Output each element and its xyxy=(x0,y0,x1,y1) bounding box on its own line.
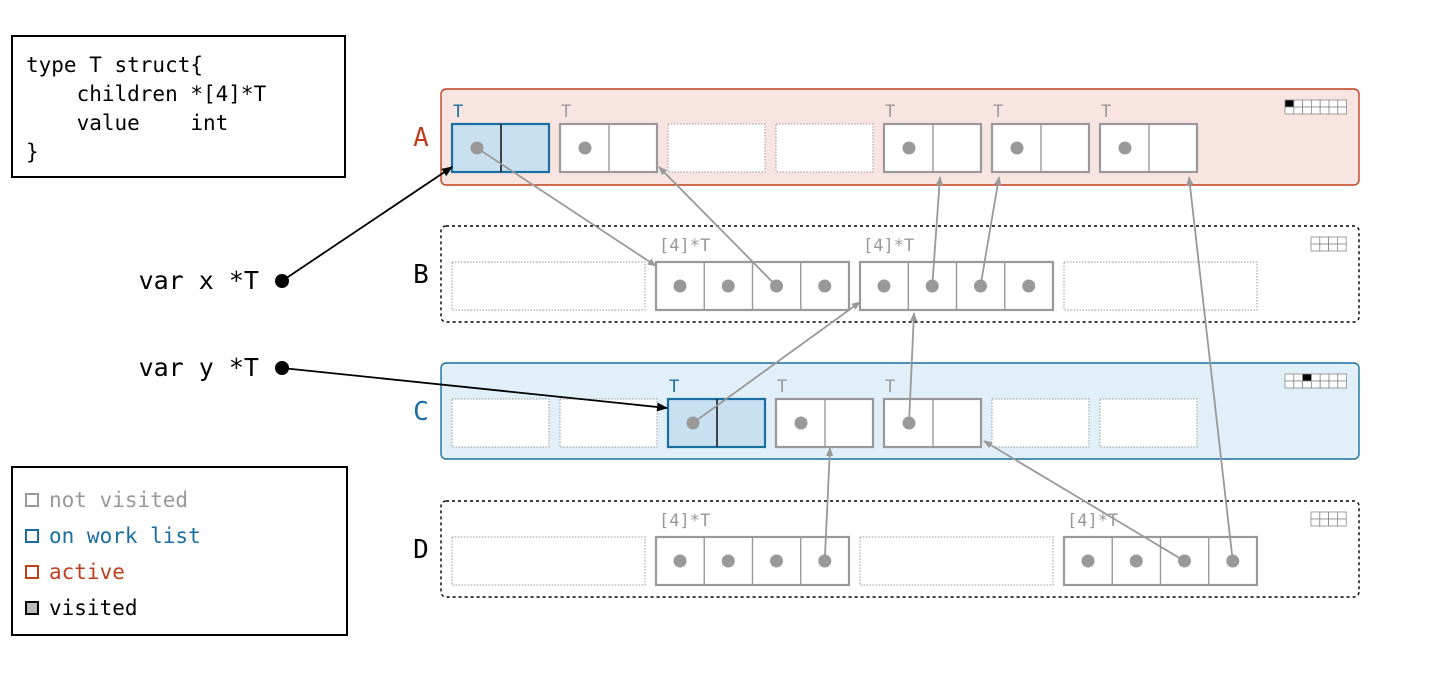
object-t-A5: T xyxy=(990,102,1091,174)
legend-swatch-not-visited xyxy=(25,493,39,507)
object-t-A4: T xyxy=(882,102,983,174)
root-pointer-arrow xyxy=(281,367,669,412)
object-t-A1: T xyxy=(558,102,659,174)
legend: not visited on work list active visited xyxy=(11,466,348,636)
pointer-dot xyxy=(1118,141,1132,155)
pointer-dot xyxy=(721,554,735,568)
pointer-dot xyxy=(902,141,916,155)
pointer-dot xyxy=(770,554,783,568)
empty-slot xyxy=(451,261,646,311)
empty-slot xyxy=(775,123,874,173)
object-array-B2: [4]*T xyxy=(858,236,1055,312)
legend-swatch-on-work-list xyxy=(25,529,39,543)
empty-slot xyxy=(859,536,1054,586)
type-definition-box: type T struct{ children *[4]*T value int… xyxy=(11,35,346,178)
span-label: D xyxy=(413,535,429,565)
pointer-arrow xyxy=(658,166,778,287)
span-label: B xyxy=(413,260,429,290)
legend-item-not-visited: not visited xyxy=(25,482,346,518)
object-t-C3: T xyxy=(774,377,875,449)
pointer-arrow xyxy=(823,447,834,562)
object-type-label: T xyxy=(885,102,895,122)
pointer-dot xyxy=(673,554,687,568)
object-t-A0: T xyxy=(450,102,551,174)
pointer-arrow xyxy=(931,176,944,287)
mark-bits-icon xyxy=(1310,236,1347,252)
mark-bits-icon xyxy=(1310,511,1347,527)
object-t-C4: T xyxy=(882,377,983,449)
object-type-label: T xyxy=(885,377,895,397)
pointer-dot xyxy=(1010,141,1024,155)
legend-swatch-active xyxy=(25,565,39,579)
pointer-arrow xyxy=(908,312,918,424)
legend-label: active xyxy=(49,560,125,584)
pointer-arrow xyxy=(1186,176,1234,562)
legend-label: visited xyxy=(49,596,138,620)
pointer-arrow xyxy=(979,176,1002,287)
code-line: value int xyxy=(26,111,229,135)
object-type-label: T xyxy=(777,377,787,397)
empty-slot xyxy=(1063,261,1258,311)
pointer-dot xyxy=(1129,554,1143,568)
empty-slot xyxy=(559,398,658,448)
object-type-label: T xyxy=(993,102,1003,122)
pointer-dot xyxy=(578,141,592,155)
mark-bits-icon xyxy=(1284,373,1348,389)
legend-item-visited: visited xyxy=(25,590,346,626)
root-var-x-label: var x *T xyxy=(139,266,259,295)
empty-slot xyxy=(667,123,766,173)
span-label: A xyxy=(413,123,429,153)
object-type-label: [4]*T xyxy=(659,236,710,256)
mark-bits-icon xyxy=(1284,99,1348,115)
object-type-label: T xyxy=(1101,102,1111,122)
pointer-arrow xyxy=(476,147,657,267)
object-type-label: T xyxy=(453,102,463,122)
pointer-dot xyxy=(673,279,687,293)
object-type-label: T xyxy=(669,377,679,397)
object-array-D1: [4]*T xyxy=(654,511,851,587)
object-t-A6: T xyxy=(1098,102,1199,174)
pointer-dot xyxy=(721,279,735,293)
legend-swatch-visited xyxy=(25,601,39,615)
object-type-label: T xyxy=(561,102,571,122)
code-line: children *[4]*T xyxy=(26,82,267,106)
pointer-dot xyxy=(818,279,832,293)
object-type-label: [4]*T xyxy=(863,236,914,256)
root-pointer-arrow xyxy=(281,166,453,282)
legend-item-on-work-list: on work list xyxy=(25,518,346,554)
root-var-y-label: var y *T xyxy=(139,353,259,382)
pointer-dot xyxy=(1081,554,1095,568)
empty-slot xyxy=(1099,398,1198,448)
span-label: C xyxy=(413,397,429,427)
legend-label: not visited xyxy=(49,488,189,512)
code-line: } xyxy=(26,140,39,164)
empty-slot xyxy=(451,536,646,586)
legend-label: on work list xyxy=(49,524,201,548)
legend-item-active: active xyxy=(25,554,346,590)
code-line: type T struct{ xyxy=(26,53,204,77)
object-array-B1: [4]*T xyxy=(654,236,851,312)
pointer-dot xyxy=(877,279,891,293)
pointer-arrow xyxy=(692,301,861,424)
pointer-dot xyxy=(1022,279,1036,293)
empty-slot xyxy=(451,398,550,448)
object-type-label: [4]*T xyxy=(1067,511,1118,531)
empty-slot xyxy=(991,398,1090,448)
object-type-label: [4]*T xyxy=(659,511,710,531)
pointer-arrow xyxy=(983,440,1185,562)
pointer-dot xyxy=(794,416,808,430)
